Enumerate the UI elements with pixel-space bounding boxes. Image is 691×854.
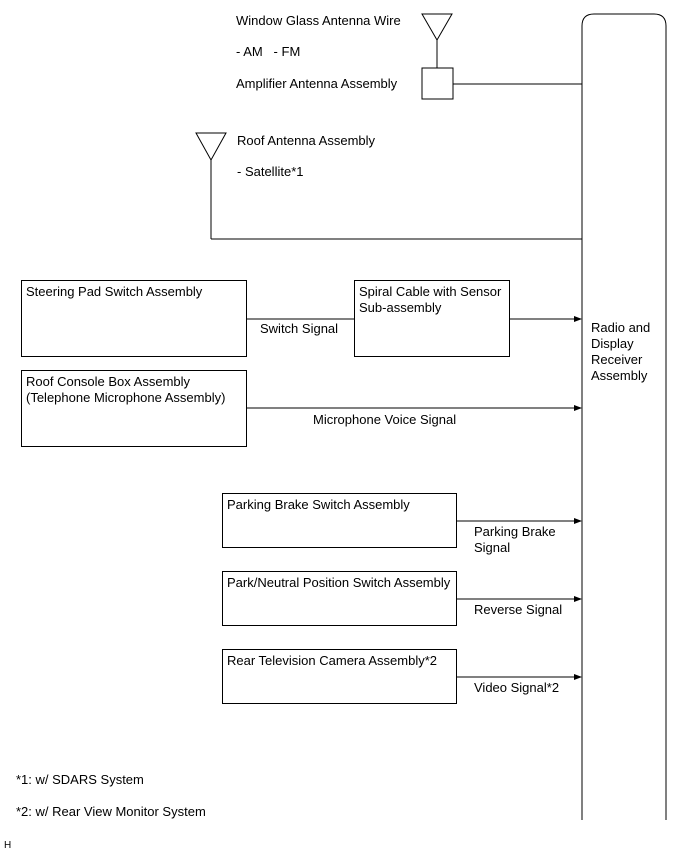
microphone-signal-label: Microphone Voice Signal: [313, 412, 457, 427]
switch-signal-label: Switch Signal: [260, 321, 339, 336]
amplifier-box: [421, 67, 454, 100]
footnote-2: *2: w/ Rear View Monitor System: [16, 804, 206, 819]
steering-pad-box: Steering Pad Switch Assembly: [21, 280, 247, 357]
steering-pad-label: Steering Pad Switch Assembly: [26, 284, 203, 299]
receiver-outline: [581, 13, 667, 820]
bands-label: - AM - FM: [236, 44, 301, 59]
parking-brake-label: Parking Brake Switch Assembly: [227, 497, 410, 512]
roof-antenna-label: Roof Antenna Assembly: [237, 133, 376, 148]
roof-antenna-icon: [195, 132, 227, 239]
amplifier-label: Amplifier Antenna Assembly: [236, 76, 398, 91]
reverse-signal-label: Reverse Signal: [474, 602, 563, 617]
rear-camera-box: Rear Television Camera Assembly*2: [222, 649, 457, 704]
window-antenna-label: Window Glass Antenna Wire: [236, 13, 401, 28]
footnote-1: *1: w/ SDARS System: [16, 772, 144, 787]
parking-brake-box: Parking Brake Switch Assembly: [222, 493, 457, 548]
satellite-label: - Satellite*1: [237, 164, 304, 179]
roof-console-label: Roof Console Box Assembly (Telephone Mic…: [26, 374, 226, 405]
rear-camera-label: Rear Television Camera Assembly*2: [227, 653, 438, 668]
spiral-cable-box: Spiral Cable with Sensor Sub-assembly: [354, 280, 510, 357]
video-signal-label: Video Signal*2: [474, 680, 560, 695]
park-neutral-label: Park/Neutral Position Switch Assembly: [227, 575, 451, 590]
window-antenna-icon: [421, 13, 453, 68]
corner-mark: H: [4, 840, 12, 851]
park-neutral-box: Park/Neutral Position Switch Assembly: [222, 571, 457, 626]
roof-console-box: Roof Console Box Assembly (Telephone Mic…: [21, 370, 247, 447]
parking-brake-signal-label: Parking Brake Signal: [474, 524, 556, 555]
spiral-cable-label: Spiral Cable with Sensor Sub-assembly: [359, 284, 502, 315]
receiver-label: Radio and Display Receiver Assembly: [591, 320, 651, 383]
